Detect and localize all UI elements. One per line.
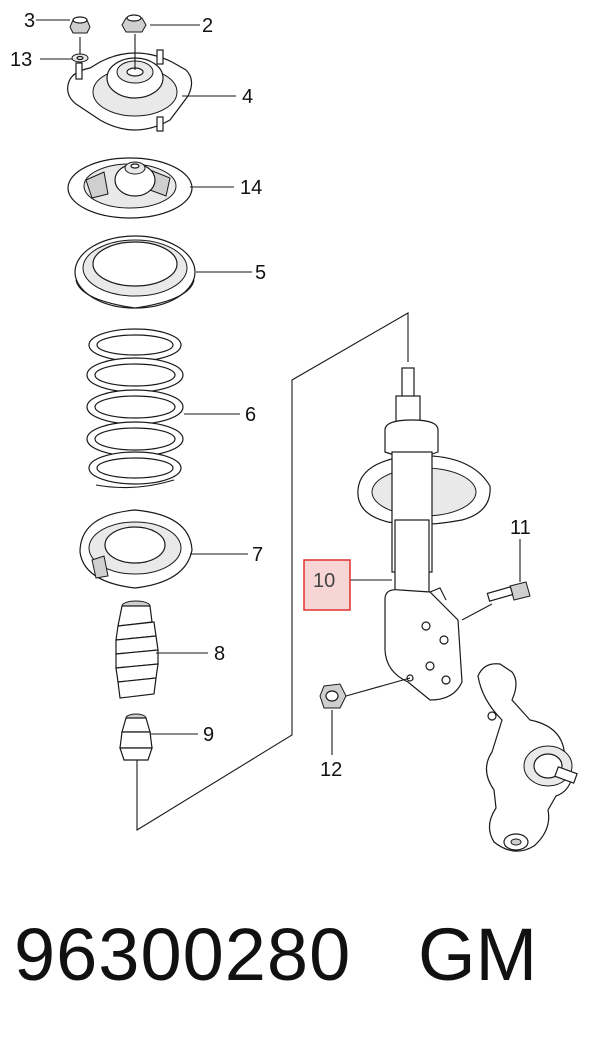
callout-5: 5 — [255, 262, 266, 284]
leader-lines — [36, 19, 521, 755]
callout-11: 11 — [510, 517, 531, 539]
callout-6: 6 — [245, 404, 256, 426]
brand-label: GM — [418, 913, 538, 996]
part-12-nut — [319, 683, 347, 709]
callout-8: 8 — [214, 643, 225, 665]
callout-14: 14 — [240, 177, 262, 199]
callout-13: 13 — [10, 49, 32, 71]
part-2-nut — [121, 14, 147, 33]
callout-3: 3 — [24, 10, 35, 32]
callout-2: 2 — [202, 15, 213, 37]
callout-4: 4 — [242, 86, 253, 108]
assembly-outline — [136, 312, 409, 831]
part-4-strut-mount — [67, 34, 193, 132]
part-10-strut-assembly — [357, 367, 491, 701]
steering-knuckle — [477, 663, 578, 852]
callout-12: 12 — [320, 759, 342, 781]
part-number: 96300280 — [14, 913, 352, 996]
callout-7: 7 — [252, 544, 263, 566]
part-3-nut — [69, 16, 91, 34]
callout-10-highlight — [303, 559, 351, 611]
callout-10: 10 — [313, 570, 335, 592]
part-5-spring-seat — [74, 235, 196, 309]
callout-9: 9 — [203, 724, 214, 746]
part-13-washer — [71, 53, 89, 63]
part-6-coil-spring — [86, 328, 184, 489]
part-14-bearing-plate — [67, 157, 193, 219]
part-11-bolt — [461, 581, 531, 621]
part-9-bump-stop — [119, 713, 153, 761]
part-8-dust-boot — [115, 600, 159, 699]
part-7-lower-insulator — [79, 509, 193, 589]
